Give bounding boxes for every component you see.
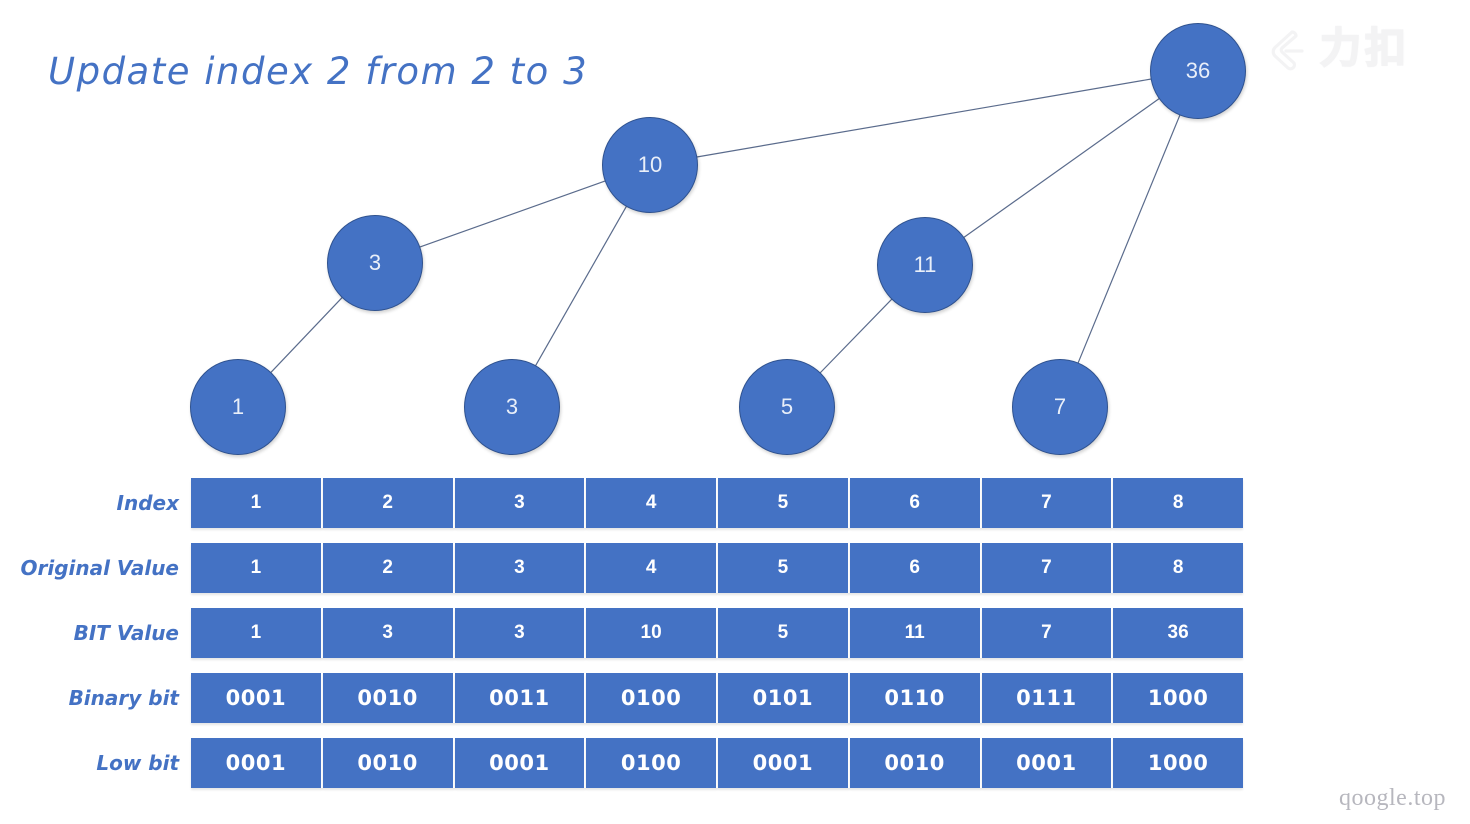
tree-node[interactable]: 3 bbox=[464, 359, 560, 455]
table-cell[interactable]: 2 bbox=[322, 543, 455, 593]
page-title: Update index 2 from 2 to 3 bbox=[48, 50, 589, 93]
table-cell[interactable]: 0001 bbox=[981, 738, 1114, 788]
table-cell[interactable]: 8 bbox=[1113, 478, 1243, 528]
table-cell[interactable]: 6 bbox=[849, 478, 982, 528]
table-cell[interactable]: 0100 bbox=[586, 738, 718, 788]
table-cell[interactable]: 0010 bbox=[849, 738, 982, 788]
table-cell[interactable]: 10 bbox=[586, 608, 718, 658]
table-cell[interactable]: 4 bbox=[586, 478, 718, 528]
row-label: BIT Value bbox=[73, 621, 179, 645]
table-cell[interactable]: 3 bbox=[454, 478, 587, 528]
footer-brand: qoogle.top bbox=[1339, 785, 1446, 811]
table-cell[interactable]: 5 bbox=[718, 543, 850, 593]
table-cell[interactable]: 0101 bbox=[718, 673, 850, 723]
tree-node[interactable]: 10 bbox=[602, 117, 698, 213]
table-cell[interactable]: 2 bbox=[322, 478, 455, 528]
table-cell[interactable]: 5 bbox=[718, 478, 850, 528]
table-cell[interactable]: 36 bbox=[1113, 608, 1243, 658]
row-label: Index bbox=[116, 491, 179, 515]
table-cell[interactable]: 5 bbox=[718, 608, 850, 658]
tree-edge bbox=[534, 204, 628, 368]
table-cell[interactable]: 4 bbox=[586, 543, 718, 593]
tree-node[interactable]: 11 bbox=[877, 217, 973, 313]
table-cell[interactable]: 0110 bbox=[849, 673, 982, 723]
tree-node-label: 3 bbox=[505, 394, 519, 419]
table-cell[interactable]: 11 bbox=[849, 608, 982, 658]
table-cell[interactable]: 0010 bbox=[322, 673, 455, 723]
tree-edge bbox=[818, 297, 894, 375]
table-cell[interactable]: 0111 bbox=[981, 673, 1114, 723]
table-cell[interactable]: 0011 bbox=[454, 673, 587, 723]
tree-edge bbox=[1076, 113, 1182, 365]
table-cell[interactable]: 0100 bbox=[586, 673, 718, 723]
tree-node[interactable]: 5 bbox=[739, 359, 835, 455]
tree-edge bbox=[962, 97, 1161, 239]
table-cell[interactable]: 7 bbox=[981, 543, 1114, 593]
tree-node[interactable]: 7 bbox=[1012, 359, 1108, 455]
tree-edge bbox=[695, 78, 1153, 158]
table-cell[interactable]: 0001 bbox=[454, 738, 587, 788]
table-cell[interactable]: 3 bbox=[322, 608, 455, 658]
row-label: Low bit bbox=[96, 751, 179, 775]
tree-node-label: 5 bbox=[780, 394, 794, 419]
tree-node-label: 36 bbox=[1185, 58, 1211, 83]
watermark: 力扣 bbox=[1262, 24, 1410, 72]
row-label: Original Value bbox=[20, 556, 179, 580]
watermark-text: 力扣 bbox=[1319, 23, 1410, 72]
row-label: Binary bit bbox=[68, 686, 179, 710]
tree-edges bbox=[269, 78, 1182, 375]
table-cell[interactable]: 1 bbox=[191, 478, 323, 528]
table-cell[interactable]: 0001 bbox=[191, 738, 323, 788]
table-cell[interactable]: 3 bbox=[454, 608, 587, 658]
table-cell[interactable]: 0010 bbox=[322, 738, 455, 788]
tree-node-label: 3 bbox=[368, 250, 382, 275]
tree-node-label: 11 bbox=[913, 252, 937, 277]
tree-edge bbox=[418, 179, 607, 249]
table-cell[interactable]: 0001 bbox=[718, 738, 850, 788]
table-cell[interactable]: 1 bbox=[191, 543, 323, 593]
tree-node-label: 10 bbox=[637, 152, 663, 177]
leetcode-cn-logo-icon bbox=[1271, 30, 1304, 71]
tree-node[interactable]: 36 bbox=[1150, 23, 1246, 119]
table-cell[interactable]: 0001 bbox=[191, 673, 323, 723]
tree-node[interactable]: 1 bbox=[190, 359, 286, 455]
tree-node-label: 7 bbox=[1053, 394, 1067, 419]
table-cell[interactable]: 8 bbox=[1113, 543, 1243, 593]
tree-edge bbox=[269, 295, 344, 375]
table-cell[interactable]: 1000 bbox=[1113, 738, 1243, 788]
table-cell[interactable]: 3 bbox=[454, 543, 587, 593]
table-cell[interactable]: 1 bbox=[191, 608, 323, 658]
table-cell[interactable]: 7 bbox=[981, 608, 1114, 658]
tree-node[interactable]: 3 bbox=[327, 215, 423, 311]
tree-node-label: 1 bbox=[231, 394, 245, 419]
table-cell[interactable]: 6 bbox=[849, 543, 982, 593]
table-cell[interactable]: 1000 bbox=[1113, 673, 1243, 723]
table-cell[interactable]: 7 bbox=[981, 478, 1114, 528]
